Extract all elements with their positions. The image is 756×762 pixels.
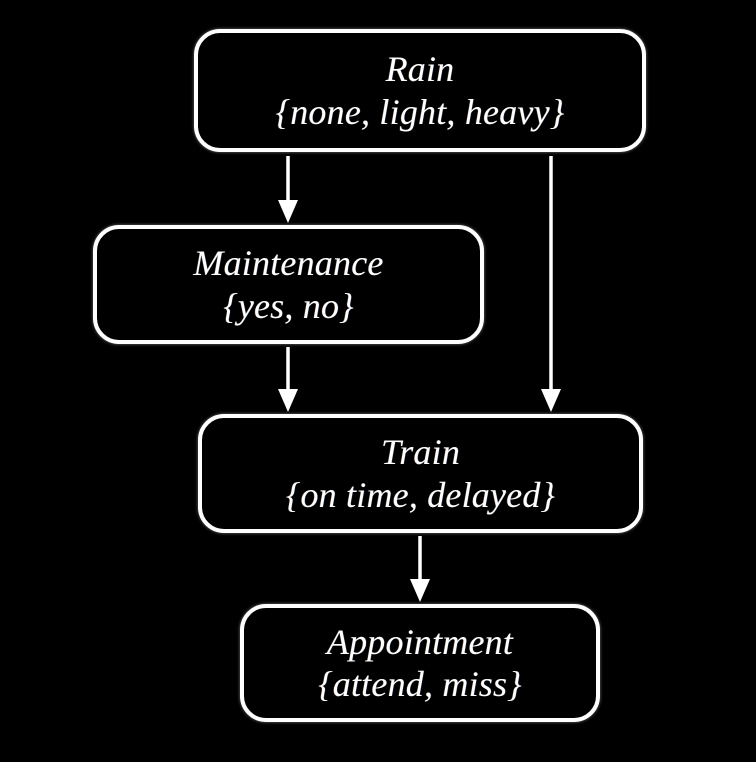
node-maintenance[interactable]: Maintenance {yes, no} (93, 225, 484, 344)
edge-train-to-appointment (400, 531, 440, 607)
edge-maintenance-to-train (268, 342, 308, 417)
edge-rain-to-train (531, 150, 571, 417)
node-maintenance-values: {yes, no} (223, 285, 354, 326)
node-train[interactable]: Train {on time, delayed} (198, 414, 643, 533)
node-appointment-values: {attend, miss} (318, 664, 522, 704)
node-rain[interactable]: Rain {none, light, heavy} (194, 29, 646, 152)
node-train-label: Train (380, 432, 461, 473)
node-rain-values: {none, light, heavy} (275, 91, 565, 132)
node-appointment[interactable]: Appointment {attend, miss} (240, 604, 600, 722)
node-appointment-label: Appointment (326, 621, 514, 662)
node-train-values: {on time, delayed} (285, 474, 556, 515)
node-rain-label: Rain (385, 49, 455, 90)
edge-rain-to-maintenance (268, 150, 308, 228)
node-maintenance-label: Maintenance (193, 243, 384, 284)
